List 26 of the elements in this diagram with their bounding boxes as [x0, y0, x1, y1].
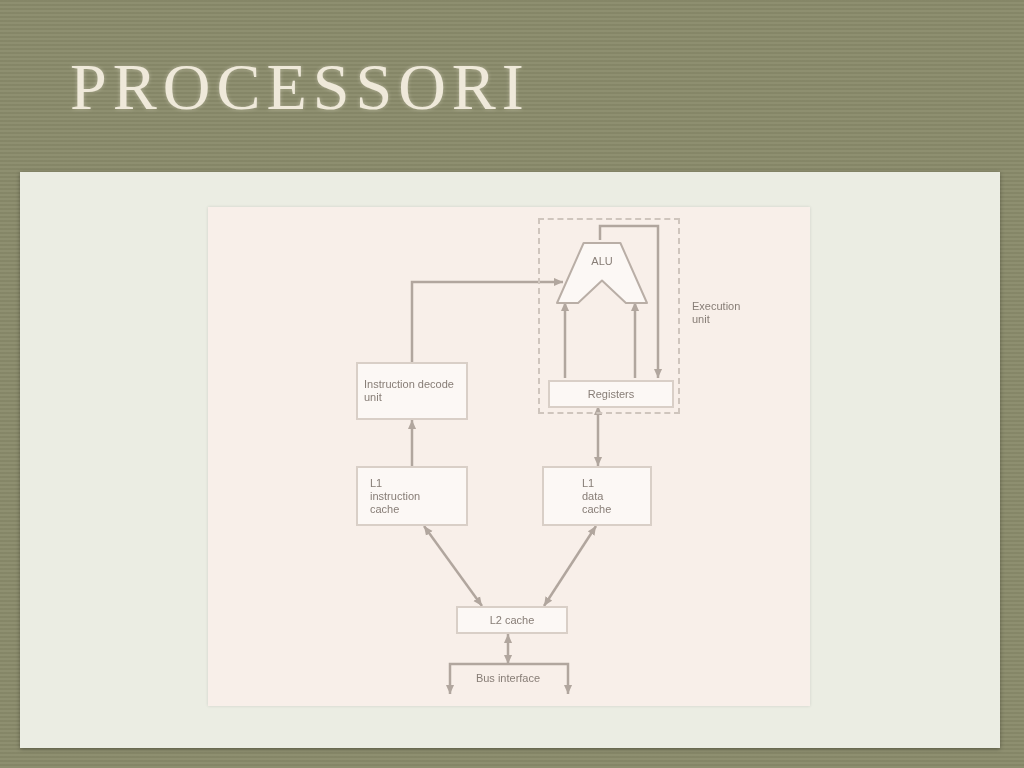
double-arrow — [542, 525, 598, 607]
text-label: Bus interface — [464, 664, 552, 686]
double-arrow — [593, 406, 603, 466]
group-label: Execution unit — [692, 300, 742, 326]
double-arrow — [423, 525, 483, 607]
arrow — [508, 662, 573, 694]
process-box — [456, 606, 568, 634]
process-box — [356, 362, 468, 420]
arrow — [410, 277, 563, 362]
double-arrow — [503, 634, 513, 664]
arrow — [560, 302, 570, 378]
process-box — [356, 466, 468, 526]
node-label: L2 cache — [489, 613, 535, 627]
arrow — [445, 662, 508, 694]
arrow — [630, 302, 640, 378]
slide-title: PROCESSORI — [70, 52, 530, 122]
node-label: Instruction decode unit — [364, 378, 455, 404]
node-label: Registers — [587, 387, 635, 401]
arrow — [598, 224, 663, 378]
node-label: L1 data cache — [582, 476, 613, 516]
process-box — [542, 466, 652, 526]
process-box — [548, 380, 674, 408]
alu-symbol — [556, 242, 648, 304]
arrow — [407, 420, 417, 466]
node-label: L1 instruction cache — [370, 476, 422, 516]
node-label: ALU — [591, 255, 613, 268]
